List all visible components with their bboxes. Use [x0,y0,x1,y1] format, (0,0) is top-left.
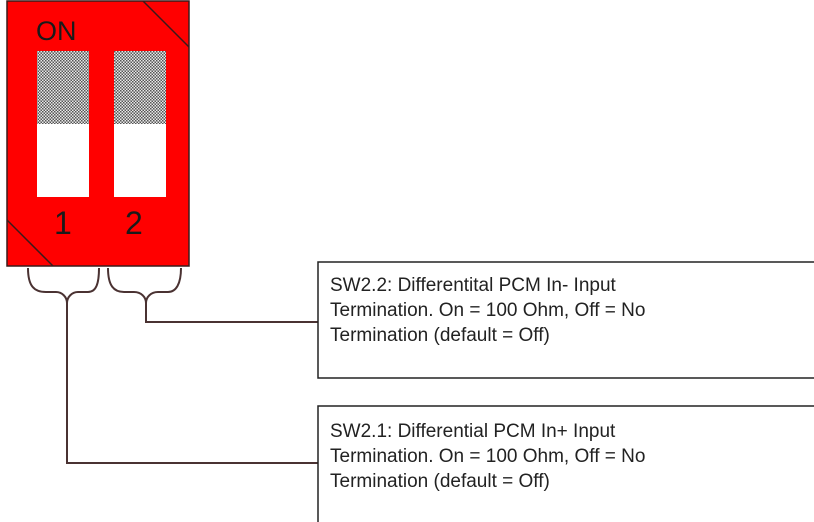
callout-sw21-line-3: Termination (default = Off) [330,471,550,492]
callout-box-sw21 [317,405,814,522]
switch-corner-bottom-left [6,219,54,267]
callout-sw22-line-1: SW2.2: Differentital PCM In- Input [330,275,616,296]
switch-on-label: ON [36,16,77,46]
switch-1-number: 1 [54,205,72,241]
switch-2-actuator[interactable] [114,51,166,124]
switch-corner-top-right [142,0,190,48]
callout-sw21-line-1: SW2.1: Differential PCM In+ Input [330,421,616,442]
switch-2[interactable] [114,51,166,197]
switch-2-number: 2 [125,205,143,241]
callout-box-sw22 [317,261,814,379]
callout-sw22: SW2.2: Differentital PCM In- Input Termi… [330,273,645,348]
brace-switch-1 [27,267,100,304]
leader-line-sw22 [145,303,318,323]
leader-line-sw21 [66,303,318,464]
callout-sw22-line-2: Termination. On = 100 Ohm, Off = No [330,300,646,321]
callout-sw21: SW2.1: Differential PCM In+ Input Termin… [330,419,645,494]
brace-switch-2 [107,267,182,304]
callout-sw22-line-3: Termination (default = Off) [330,325,550,346]
callout-sw21-line-2: Termination. On = 100 Ohm, Off = No [330,446,646,467]
switch-1[interactable] [37,51,89,197]
switch-1-actuator[interactable] [37,51,89,124]
